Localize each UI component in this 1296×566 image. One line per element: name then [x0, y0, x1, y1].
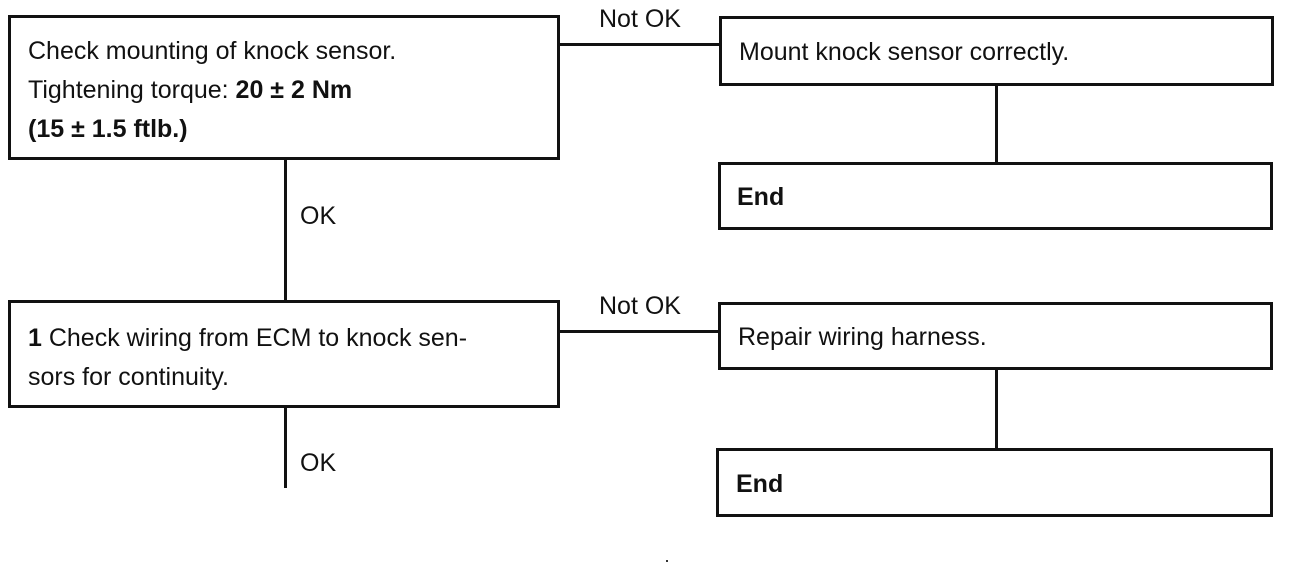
connector-to-end-2 [995, 370, 998, 449]
end-box-2: End [716, 448, 1273, 517]
check-mounting-box: Check mounting of knock sensor. Tighteni… [8, 15, 560, 160]
end-text-1: End [737, 183, 785, 211]
connector-to-end-1 [995, 86, 998, 163]
check-wiring-box: 1 Check wiring from ECM to knock sen- so… [8, 300, 560, 408]
repair-wiring-box: Repair wiring harness. [718, 302, 1273, 370]
torque-label: Tightening torque: [28, 76, 236, 104]
check-wiring-line1: 1 Check wiring from ECM to knock sen- [28, 319, 467, 358]
check-mounting-line2: Tightening torque: 20 ± 2 Nm [28, 71, 352, 110]
end-text-2: End [736, 470, 784, 498]
torque-value-ftlb: (15 ± 1.5 ftlb.) [28, 115, 188, 143]
stray-dot [666, 560, 668, 562]
connector-not-ok-1 [560, 43, 720, 46]
label-ok-2: OK [300, 449, 337, 477]
check-wiring-text: Check wiring from ECM to knock sen- [41, 324, 468, 352]
mount-correctly-box: Mount knock sensor correctly. [719, 16, 1274, 86]
connector-ok-2 [284, 408, 287, 488]
step-number: 1 [28, 324, 42, 352]
label-ok-1: OK [300, 202, 337, 230]
label-not-ok-1: Not OK [599, 5, 681, 33]
mount-correctly-text: Mount knock sensor correctly. [739, 38, 1070, 66]
connector-ok-1 [284, 160, 287, 302]
check-mounting-line1: Check mounting of knock sensor. [28, 37, 397, 65]
label-not-ok-2: Not OK [599, 292, 681, 320]
connector-not-ok-2 [560, 330, 720, 333]
end-box-1: End [718, 162, 1273, 230]
repair-wiring-text: Repair wiring harness. [738, 323, 987, 351]
torque-value: 20 ± 2 Nm [235, 76, 353, 104]
check-wiring-line2: sors for continuity. [28, 363, 230, 391]
